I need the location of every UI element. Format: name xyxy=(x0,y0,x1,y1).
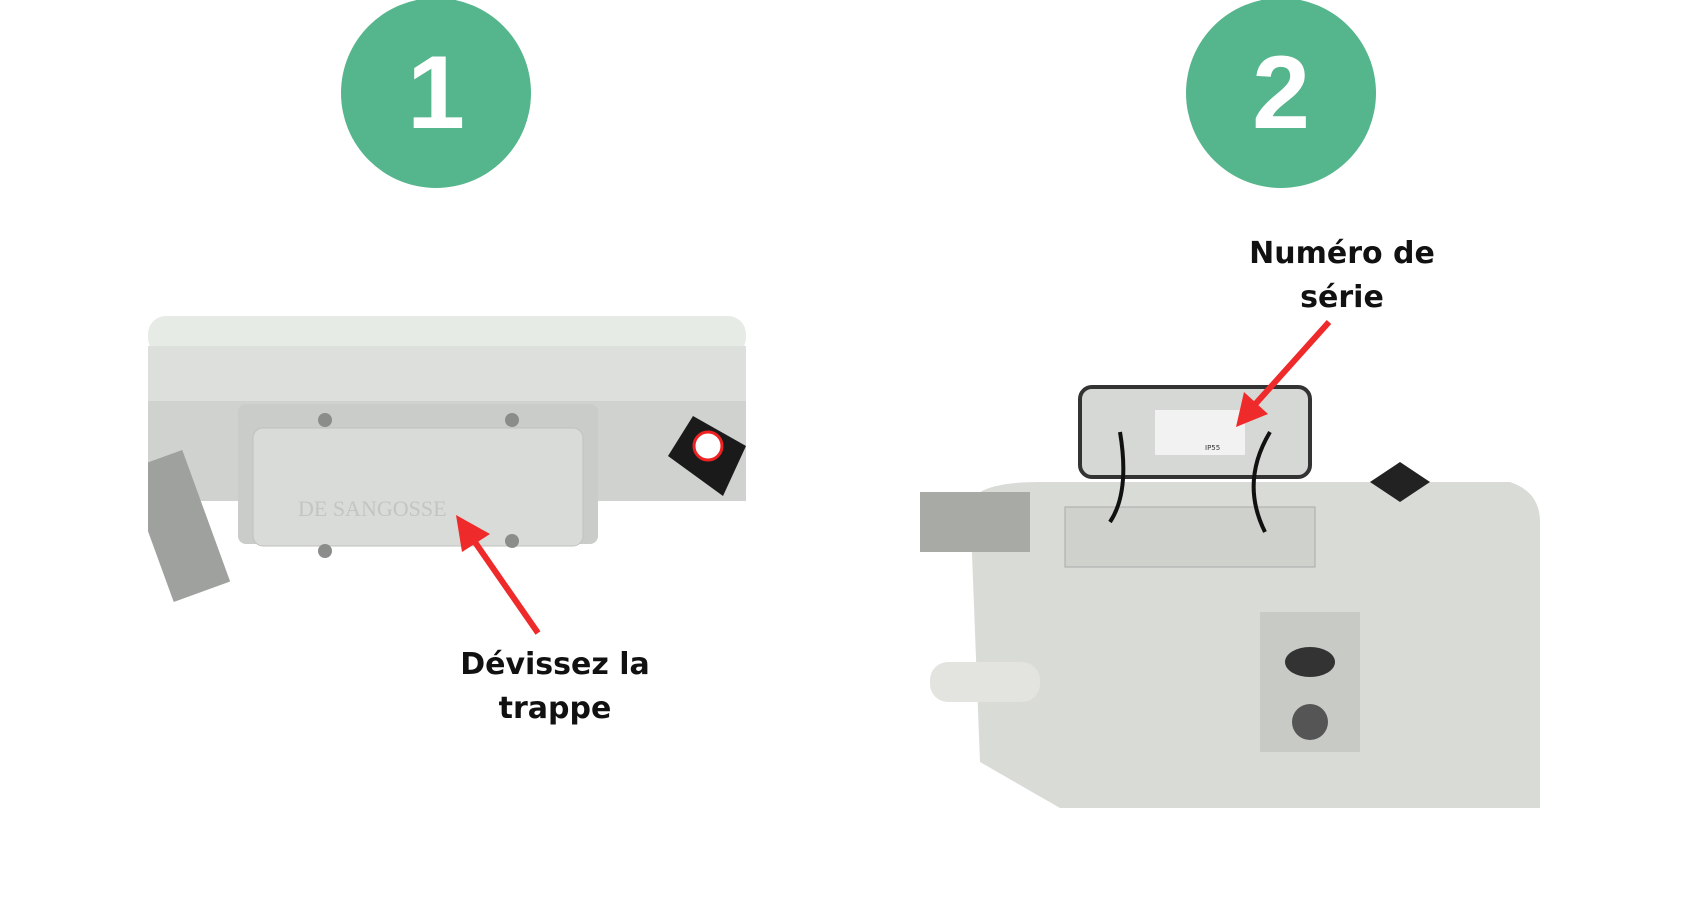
step-2-caption-line1: Numéro de xyxy=(1249,236,1435,271)
step-1-badge: 1 xyxy=(341,0,531,188)
step-1-caption-line1: Dévissez la xyxy=(460,647,650,682)
serial-label-marking: IP55 xyxy=(1205,444,1220,452)
photo-device-hatch: DE SANGOSSE xyxy=(148,316,746,603)
step-2-badge: 2 xyxy=(1186,0,1376,188)
step-2-caption: Numéro de série xyxy=(1232,232,1452,320)
photo-device-serial: IP55 xyxy=(920,385,1540,808)
brand-embossing: DE SANGOSSE xyxy=(298,496,447,521)
arrow-to-serial xyxy=(1236,319,1332,427)
arrow-to-hatch xyxy=(456,515,541,635)
step-1-caption-line2: trappe xyxy=(498,691,612,726)
step-1-caption: Dévissez la trappe xyxy=(445,643,665,731)
step-2-caption-line2: série xyxy=(1300,280,1384,315)
